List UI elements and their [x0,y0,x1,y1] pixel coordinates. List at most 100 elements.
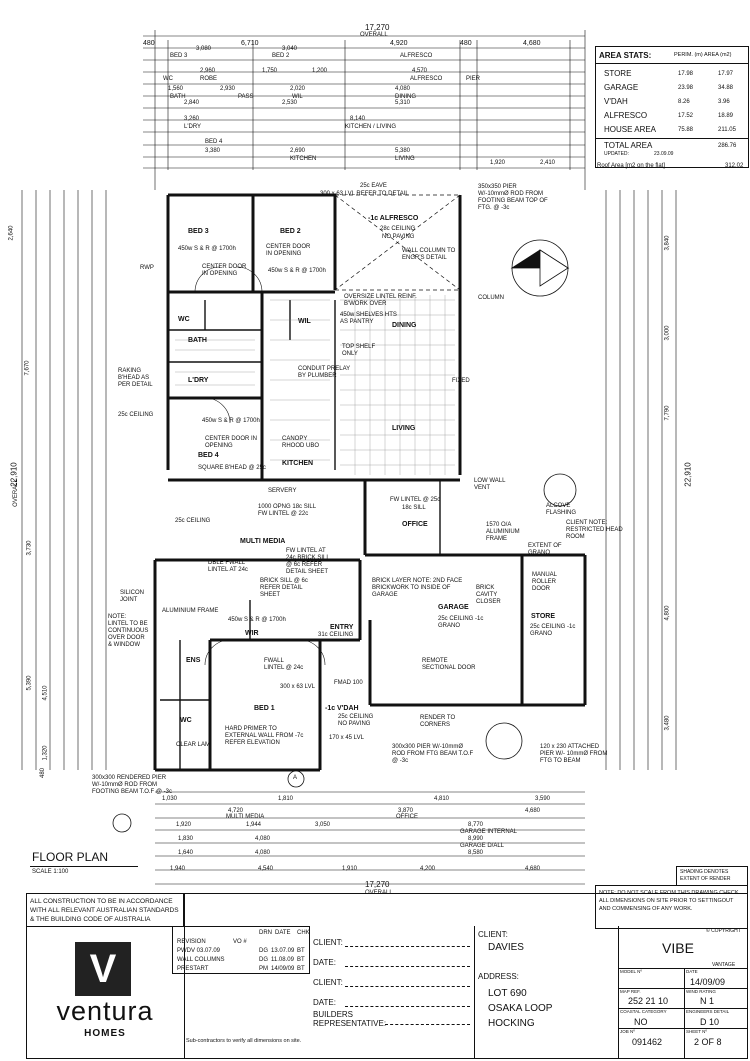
room-garage: GARAGE [438,604,469,611]
bottom-dim: 1,030 [162,796,178,802]
bottom-dim-garage-dall: GARAGE D/ALL [460,843,505,849]
note-entry: FW LINTEL AT 24c BRICK SILL @ 6c REFER D… [286,548,330,575]
model-no-label: MODEL Nº [620,969,642,974]
right-dim: 22,910 [683,462,693,487]
top-dim-2840: 2,840 [184,100,200,106]
room-living: LIVING [392,425,416,432]
client-name: DAVIES [488,942,524,953]
left-dim: 7,670 [24,360,31,376]
left-dim: 5,390 [26,675,33,691]
note-fmad: FMAD 100 [334,680,363,686]
signoff-date-1: DATE: [313,958,336,967]
area-updated-label: UPDATED: [604,151,629,157]
address-lot: LOT 690 [488,988,527,999]
rev-cell: PRESTART [177,966,209,972]
address-suburb: HOCKING [488,1018,535,1029]
room-wil: WIL [298,318,311,325]
sheet-label: SHEET Nº [686,1029,708,1034]
room-kitchen: KITCHEN [282,460,314,467]
bottom-dim: 8,770 [468,822,484,828]
room-entry: ENTRY [330,624,354,631]
note-shelves: 450w SHELVES HTS AS PANTRY [340,312,397,325]
area-stats-title: AREA STATS: [599,51,652,60]
left-dim: 1,320 [42,745,49,761]
top-dim-2020: 2,020 [290,86,306,92]
area-total: 286.76 [718,143,737,149]
top-dim-row2: BED 3 [170,53,188,59]
room-bath: BATH [188,337,207,344]
top-dim-row1-b: 6,710 [241,40,259,47]
note-rendered: 300x300 RENDERED PIER W/-10mmØ ROD FROM … [92,775,172,795]
note-multi-ceiling: 25c CEILING [175,518,211,524]
note-pier2: 300x300 PIER W/-10mmØ ROD FROM FTG BEAM … [392,744,474,764]
rev-header: VO # [233,939,247,945]
note-lintel: 300 x 63 LVL REFER TO DETAIL [320,191,409,197]
top-dim-bed4: BED 4 [205,139,223,145]
note-ceiling25: 25c CEILING [118,412,154,418]
logo-brand: ventura [56,996,154,1026]
section-marker-a: A [293,775,298,781]
top-dim-pass: PASS [238,94,254,100]
bottom-overall: 17,270 [365,880,390,889]
room-office: OFFICE [402,521,428,528]
logo-sub: HOMES [84,1028,126,1039]
note-opening: 1570 O/A ALUMINIUM FRAME [486,522,520,542]
note-cavity: BRICK CAVITY CLOSER [476,585,501,605]
top-dim-dining: DINING [395,94,416,100]
note-lintel-opng: 1000 OPNG 18c SILL FW LINTEL @ 22c [258,504,316,517]
rev-header: DRN [259,930,272,936]
top-dim-8140: 8,140 [350,116,366,122]
bottom-dim: 4,540 [258,866,274,872]
top-dim-1560: 1,560 [168,86,184,92]
rev-header: CHK [297,930,310,936]
left-dim: 4,510 [42,685,49,701]
signoff-builders: BUILDERS REPRESENTATIVE: [313,1010,387,1028]
area-row-area: 34.88 [718,85,734,91]
bottom-dim: 4,720 [228,808,244,814]
note-lintel-continuous: NOTE: LINTEL TO BE CONTINUOUS OVER DOOR … [108,614,149,648]
note-garage-ceiling: 25c CEILING -1c GRANO [438,616,484,629]
note-lvl300: 300 x 63 LVL [280,684,315,690]
note-low-wall: LOW WALL VENT [474,478,506,491]
address-street: OSAKA LOOP [488,1003,553,1014]
rev-cell: DG [259,948,268,954]
bottom-dim: 4,810 [434,796,450,802]
floor-plan-title: FLOOR PLAN [32,850,109,864]
top-dim-2960: 2,960 [200,68,216,74]
top-dim-2530: 2,530 [282,100,298,106]
top-dim-living: LIVING [395,156,415,162]
rev-cell: PM [259,966,268,972]
eng-label: ENGINEERS DETAIL [686,1009,730,1014]
rev-cell: BT [297,966,305,972]
note-wall-column: WALL COLUMN TO ENGR'S DETAIL [402,248,456,261]
note-bed3-door: CENTER DOOR IN OPENING [202,264,247,277]
signoff-date-2: DATE: [313,998,336,1007]
top-dim-2690: 2,690 [290,148,306,154]
rev-cell: BT [297,957,305,963]
top-dim-1200: 1,200 [312,68,328,74]
rev-cell: 11.08.09 [271,957,294,963]
note-remote: REMOTE SECTIONAL DOOR [422,658,476,671]
room-vdah: -1c V'DAH [325,705,359,712]
floor-plan-scale: SCALE 1:100 [32,869,69,875]
bottom-dim-multi: MULTI MEDIA [226,814,265,820]
note-raking: RAKING B'HEAD AS PER DETAIL [118,368,153,388]
bottom-dim-office: OFFICE [396,814,418,820]
note-render: RENDER TO CORNERS [420,715,456,728]
note-rwp: RWP [140,265,154,271]
bottom-dim: 3,870 [398,808,414,814]
rev-header: DATE [275,930,291,936]
logo-mark: V [75,942,131,996]
note-fw-lintel: FW LINTEL @ 25c [390,497,441,503]
note-brick: BRICK LAYER NOTE: 2ND FACE BRICKWORK TO … [372,578,463,598]
top-overall: 17,270 [365,23,390,32]
right-dim: 7,790 [664,405,671,421]
top-dim-alfresco2: ALFRESCO [410,76,443,82]
area-row-perim: 8.26 [678,99,690,105]
top-dim-4080: 4,080 [395,86,411,92]
bottom-dim: 3,050 [315,822,331,828]
room-dining: DINING [392,322,417,329]
left-dim: 2,640 [8,225,15,241]
bottom-dim: 1,830 [178,836,194,842]
